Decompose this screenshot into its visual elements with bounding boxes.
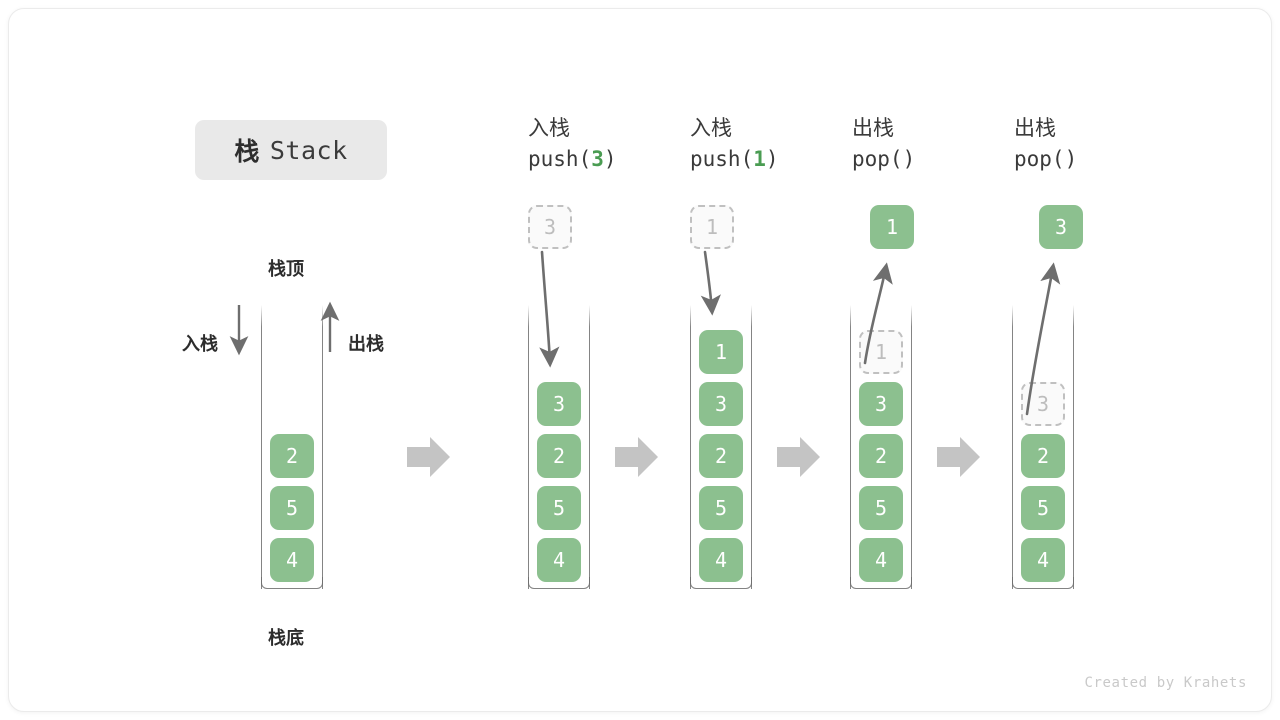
tube-wall-left	[1012, 305, 1013, 589]
op-arg: 1	[753, 147, 766, 171]
op-label-code: push(1)	[690, 147, 779, 171]
vacated-ghost-cell: 1	[859, 330, 903, 374]
stack-cell: 3	[699, 382, 743, 426]
stack-tube	[690, 305, 752, 589]
pop-direction-label: 出栈	[348, 334, 384, 354]
diagram-card: 栈 Stack 栈顶 栈底 入栈 出栈 2 5 4 入栈 push(3) 3 3…	[8, 8, 1272, 712]
tube-floor	[528, 577, 590, 589]
stack-cell: 4	[859, 538, 903, 582]
flow-arrow	[615, 437, 658, 477]
op-label-cn: 出栈	[1014, 117, 1056, 140]
stack-cell: 2	[859, 434, 903, 478]
stack-top-label: 栈顶	[268, 259, 304, 279]
stack-cell: 3	[537, 382, 581, 426]
flow-arrow	[407, 437, 450, 477]
stack-cell: 4	[537, 538, 581, 582]
floating-ghost-cell: 3	[528, 205, 572, 249]
stack-cell: 5	[270, 486, 314, 530]
stack-cell: 4	[270, 538, 314, 582]
popped-cell: 3	[1039, 205, 1083, 249]
stack-cell: 5	[699, 486, 743, 530]
stack-bottom-label: 栈底	[268, 628, 304, 648]
op-label-cn: 入栈	[690, 117, 732, 140]
tube-wall-left	[690, 305, 691, 589]
op-label-code: pop()	[852, 147, 916, 171]
popped-cell: 1	[870, 205, 914, 249]
push-direction-label: 入栈	[182, 334, 218, 354]
stack-cell: 2	[537, 434, 581, 478]
op-header-push-3: 入栈 push(3)	[528, 113, 718, 175]
flow-arrow	[777, 437, 820, 477]
stack-tube	[261, 305, 323, 589]
tube-wall-right	[1073, 305, 1074, 589]
tube-floor	[850, 577, 912, 589]
title-cn: 栈	[234, 138, 260, 166]
tube-wall-right	[911, 305, 912, 589]
stack-cell: 2	[1021, 434, 1065, 478]
op-label-code: push(3)	[528, 147, 617, 171]
stack-cell: 5	[537, 486, 581, 530]
tube-floor	[690, 577, 752, 589]
op-header-pop-3: 出栈 pop()	[1014, 113, 1204, 175]
stack-tube	[850, 305, 912, 589]
stack-cell: 4	[1021, 538, 1065, 582]
tube-wall-right	[322, 305, 323, 589]
title-en: Stack	[269, 135, 348, 165]
stack-cell: 5	[1021, 486, 1065, 530]
op-header-pop-1: 出栈 pop()	[852, 113, 1042, 175]
stack-tube	[1012, 305, 1074, 589]
tube-wall-right	[589, 305, 590, 589]
title-badge: 栈 Stack	[195, 120, 387, 180]
tube-wall-left	[261, 305, 262, 589]
op-header-push-1: 入栈 push(1)	[690, 113, 880, 175]
tube-wall-left	[850, 305, 851, 589]
vacated-ghost-cell: 3	[1021, 382, 1065, 426]
stack-tube	[528, 305, 590, 589]
stack-cell: 4	[699, 538, 743, 582]
op-arg: 3	[591, 147, 604, 171]
op-label-cn: 出栈	[852, 117, 894, 140]
credit-text: Created by Krahets	[1084, 675, 1247, 691]
floating-ghost-cell: 1	[690, 205, 734, 249]
tube-floor	[1012, 577, 1074, 589]
push-motion-arrow	[700, 250, 721, 316]
op-label-cn: 入栈	[528, 117, 570, 140]
flow-arrow	[937, 437, 980, 477]
stack-cell: 5	[859, 486, 903, 530]
tube-wall-right	[751, 305, 752, 589]
stack-cell: 2	[699, 434, 743, 478]
tube-wall-left	[528, 305, 529, 589]
stack-cell: 1	[699, 330, 743, 374]
stack-cell: 2	[270, 434, 314, 478]
tube-floor	[261, 577, 323, 589]
stack-cell: 3	[859, 382, 903, 426]
op-label-code: pop()	[1014, 147, 1078, 171]
